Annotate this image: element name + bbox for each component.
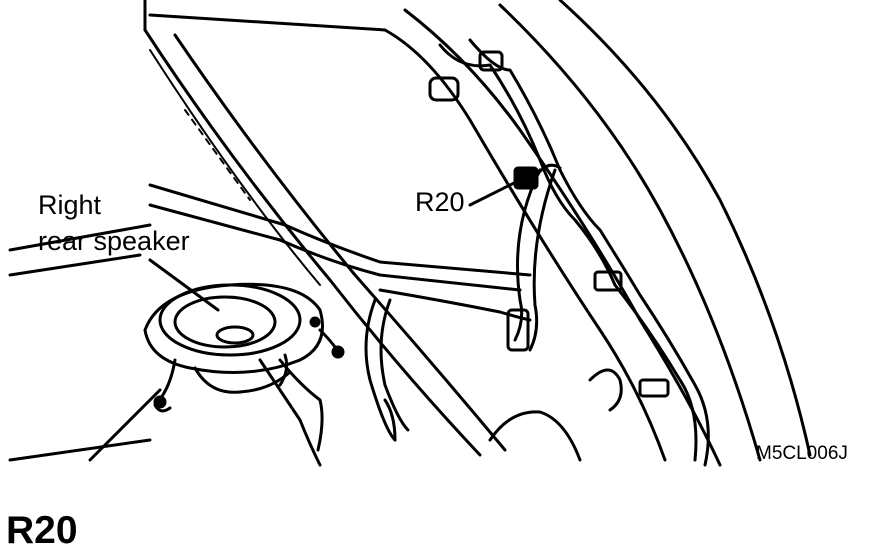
wiring-harness <box>364 38 710 467</box>
speaker-label-line2: rear speaker <box>38 226 190 256</box>
r20-leader-line <box>468 180 518 207</box>
parcel-shelf <box>8 183 532 292</box>
rear-window-frame <box>143 0 812 467</box>
right-rear-speaker <box>143 282 345 413</box>
figure-code: M5CL006J <box>756 443 848 464</box>
vehicle-interior-line-drawing <box>8 0 812 467</box>
page-title: R20 <box>6 509 78 552</box>
speaker-leader-line <box>148 258 220 312</box>
connector-label: R20 <box>415 187 465 217</box>
lower-trim-parts <box>8 358 623 467</box>
speaker-label-line1: Right <box>38 190 102 220</box>
r20-connector <box>513 163 562 190</box>
pillar-trim-strip <box>143 28 507 457</box>
